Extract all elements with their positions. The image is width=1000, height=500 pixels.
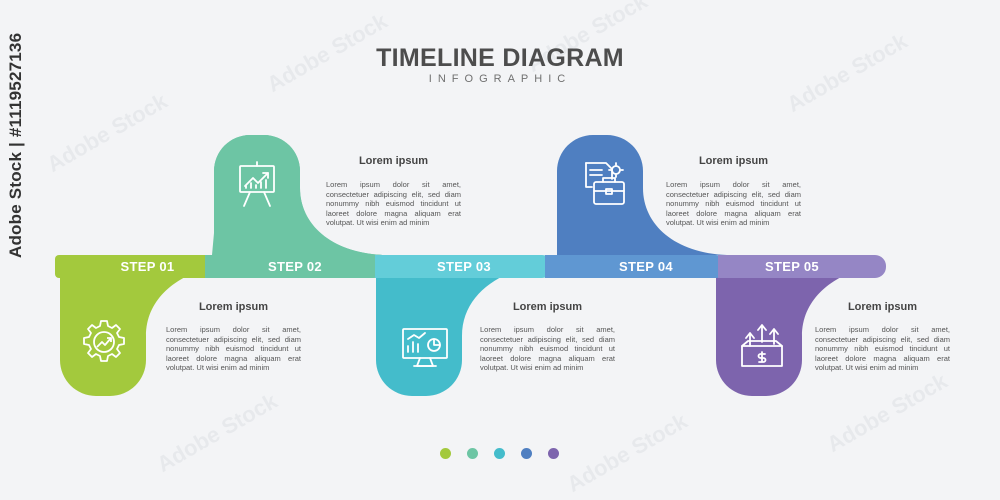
briefcase-documents-icon bbox=[585, 162, 625, 205]
wallet-growth-icon bbox=[741, 324, 783, 367]
presentation-chart-icon bbox=[239, 161, 275, 207]
stock-id-label: Adobe Stock | #1119527136 bbox=[6, 32, 25, 258]
step-3-heading: Lorem ipsum bbox=[512, 301, 583, 313]
step-5-drop-shape bbox=[716, 268, 864, 396]
timeline-step-5: STEP 05 bbox=[718, 255, 886, 278]
step-2-color-dot bbox=[467, 448, 478, 459]
step-3-description: Lorem ipsum dolor sit amet, consectetuer… bbox=[480, 325, 615, 373]
watermark: Adobe Stock bbox=[562, 408, 692, 498]
step-4-description: Lorem ipsum dolor sit amet, consectetuer… bbox=[666, 180, 801, 228]
step-4-label: STEP 04 bbox=[619, 259, 673, 274]
step-3-drop-shape bbox=[376, 268, 524, 396]
step-3-color-dot bbox=[494, 448, 505, 459]
step-1-heading: Lorem ipsum bbox=[198, 301, 269, 313]
timeline-step-2: STEP 02 bbox=[205, 255, 385, 278]
page-subtitle: INFOGRAPHIC bbox=[428, 73, 572, 85]
step-1-description: Lorem ipsum dolor sit amet, consectetuer… bbox=[166, 325, 301, 373]
timeline-step-4: STEP 04 bbox=[545, 255, 727, 278]
step-2-description: Lorem ipsum dolor sit amet, consectetuer… bbox=[326, 180, 461, 228]
monitor-analytics-icon bbox=[402, 328, 448, 367]
step-4-color-dot bbox=[521, 448, 532, 459]
step-1-color-dot bbox=[440, 448, 451, 459]
step-2-heading: Lorem ipsum bbox=[358, 155, 429, 167]
step-4-heading: Lorem ipsum bbox=[698, 155, 769, 167]
step-2-label: STEP 02 bbox=[268, 259, 322, 274]
watermark: Adobe Stock bbox=[152, 388, 282, 478]
step-5-label: STEP 05 bbox=[765, 259, 819, 274]
page-title: TIMELINE DIAGRAM bbox=[376, 44, 624, 72]
step-5-heading: Lorem ipsum bbox=[847, 301, 918, 313]
step-4-drop-shape bbox=[557, 135, 727, 255]
watermark: Adobe Stock bbox=[42, 88, 172, 178]
step-1-label: STEP 01 bbox=[120, 259, 175, 274]
step-5-description: Lorem ipsum dolor sit amet, consectetuer… bbox=[815, 325, 950, 373]
gear-growth-icon bbox=[83, 320, 125, 362]
step-5-color-dot bbox=[548, 448, 559, 459]
timeline-step-1: STEP 01 bbox=[55, 255, 210, 278]
step-3-label: STEP 03 bbox=[437, 259, 491, 274]
step-1-drop-shape bbox=[60, 268, 208, 396]
timeline-step-3: STEP 03 bbox=[375, 255, 553, 278]
